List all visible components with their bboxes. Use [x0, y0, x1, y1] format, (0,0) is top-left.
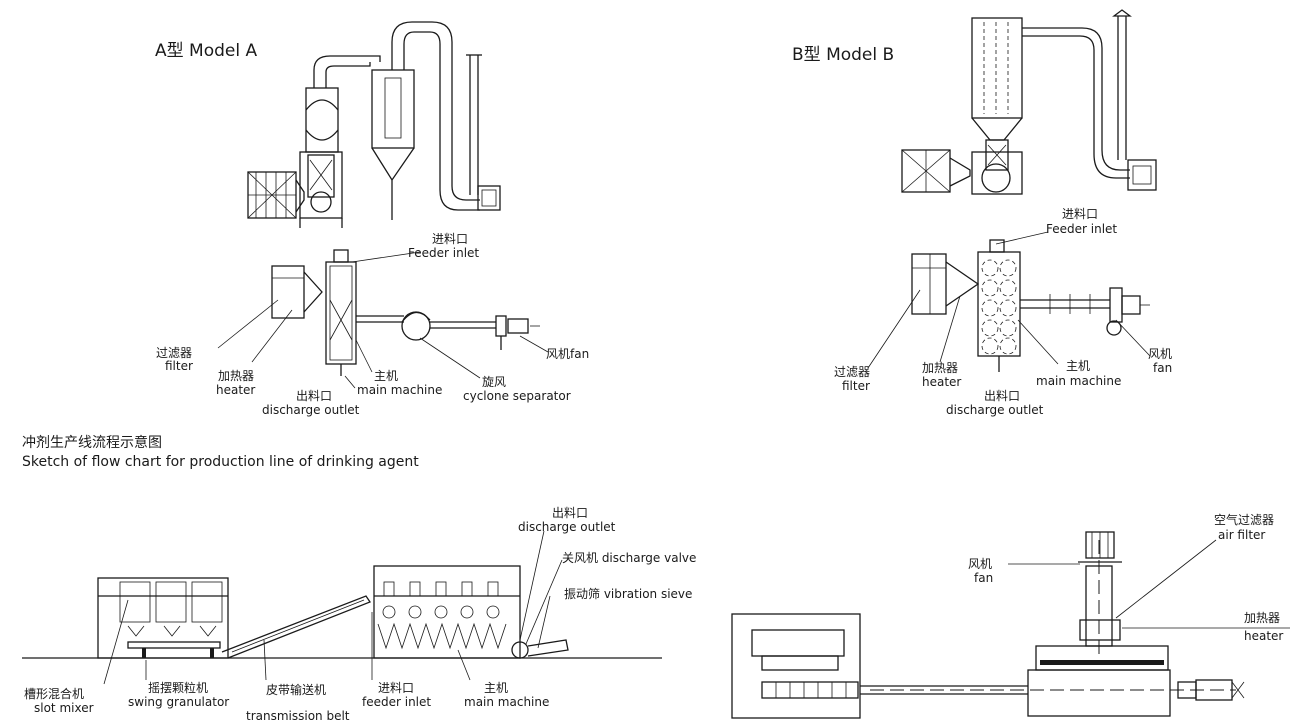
model-a-heater-en: heater	[216, 383, 255, 397]
model-a-cyclone-en: cyclone separator	[463, 389, 571, 403]
line-discharge-outlet-en: discharge outlet	[518, 520, 616, 534]
model-a-elevation	[247, 21, 501, 228]
belt-label-en: transmission belt	[246, 709, 350, 723]
feeder-inlet-label-en: feeder inlet	[362, 695, 431, 709]
side-fan-label-cn: 风机	[968, 557, 992, 571]
flow-chart-caption-cn: 冲剂生产线流程示意图	[22, 434, 162, 451]
model-a-main-machine-en: main machine	[357, 383, 442, 397]
model-b-title: B型 Model B	[792, 45, 894, 65]
model-a-discharge-outlet-en: discharge outlet	[262, 403, 360, 417]
model-b-plan	[867, 231, 1151, 372]
model-b-feeder-inlet-cn: 进料口	[1062, 207, 1098, 221]
slot-mixer-label-en: slot mixer	[34, 701, 94, 715]
swing-granulator-label-cn: 摇摆颗粒机	[148, 680, 208, 695]
side-view-drawing	[731, 531, 1290, 719]
model-a-discharge-outlet-cn: 出料口	[296, 389, 332, 403]
flow-chart-caption-en: Sketch of flow chart for production line…	[22, 454, 419, 470]
vibration-sieve-label: 振动筛 vibration sieve	[564, 586, 692, 601]
side-heater-label-cn: 加热器	[1244, 611, 1280, 625]
air-filter-label-en: air filter	[1218, 528, 1265, 542]
model-b-discharge-outlet-en: discharge outlet	[946, 403, 1044, 417]
discharge-valve-label: 关风机 discharge valve	[562, 551, 696, 565]
model-b-fan-en: fan	[1153, 361, 1172, 375]
model-b-elevation	[901, 9, 1157, 195]
line-discharge-outlet-cn: 出料口	[552, 506, 588, 520]
side-heater-label-en: heater	[1244, 629, 1283, 643]
model-a-filter-cn: 过滤器	[156, 346, 192, 360]
feeder-inlet-label-cn: 进料口	[378, 681, 414, 695]
model-a-main-machine-cn: 主机	[374, 369, 398, 383]
model-a-feeder-inlet-cn: 进料口	[432, 232, 468, 246]
model-a-filter-en: filter	[165, 359, 193, 373]
model-b-heater-cn: 加热器	[922, 361, 958, 375]
main-machine-label-cn: 主机	[484, 681, 508, 695]
model-b-heater-en: heater	[922, 375, 961, 389]
model-b-main-machine-cn: 主机	[1066, 359, 1090, 373]
model-b-filter-en: filter	[842, 379, 870, 393]
model-b-feeder-inlet-en: Feeder inlet	[1046, 222, 1117, 236]
model-a-heater-cn: 加热器	[218, 369, 254, 383]
model-a-plan	[217, 249, 549, 389]
model-b-main-machine-en: main machine	[1036, 374, 1121, 388]
air-filter-label-cn: 空气过滤器	[1214, 512, 1274, 527]
swing-granulator-label-en: swing granulator	[128, 695, 229, 709]
production-line-drawing	[22, 530, 662, 685]
model-a-cyclone-cn: 旋风	[482, 375, 506, 389]
model-b-filter-cn: 过滤器	[834, 365, 870, 379]
model-a-fan: 风机fan	[546, 347, 589, 361]
belt-label-cn: 皮带输送机	[266, 682, 326, 697]
model-a-feeder-inlet-en: Feeder inlet	[408, 246, 479, 260]
slot-mixer-label-cn: 槽形混合机	[24, 686, 84, 701]
model-a-title: A型 Model A	[155, 41, 257, 61]
model-b-fan-cn: 风机	[1148, 347, 1172, 361]
main-machine-label-en: main machine	[464, 695, 549, 709]
model-b-discharge-outlet-cn: 出料口	[984, 389, 1020, 403]
side-fan-label-en: fan	[974, 571, 993, 585]
